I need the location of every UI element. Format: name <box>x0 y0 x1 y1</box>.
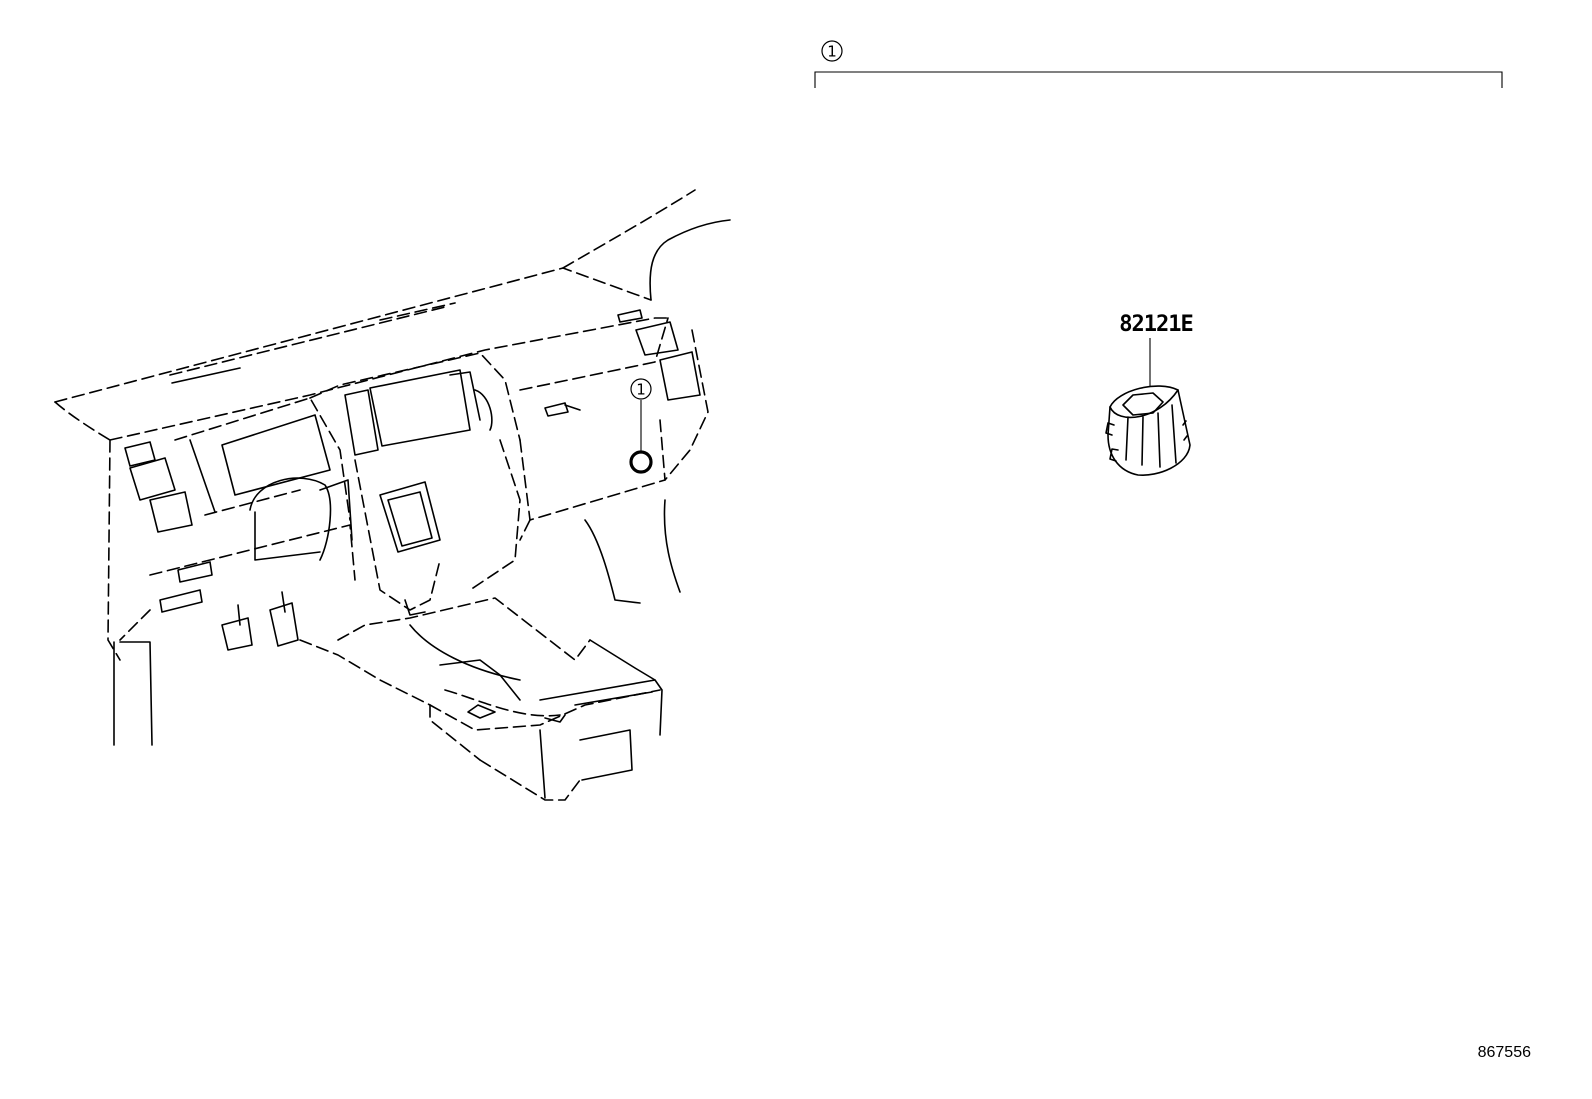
location-callout: 1 <box>630 378 652 400</box>
location-callout-circle <box>630 378 652 400</box>
part-label-group: 82121E <box>1119 312 1194 386</box>
group-bracket: 1 <box>814 40 1503 88</box>
group-callout-label: 1 <box>827 43 837 61</box>
diagram-id: 867556 <box>1478 1044 1531 1061</box>
location-callout-label: 1 <box>636 381 646 399</box>
connector-location-marker <box>629 450 653 474</box>
connector-icon <box>1105 385 1191 476</box>
dashboard-icon <box>54 189 731 801</box>
part-number-label: 82121E <box>1119 312 1192 337</box>
group-callout-circle <box>821 40 843 62</box>
